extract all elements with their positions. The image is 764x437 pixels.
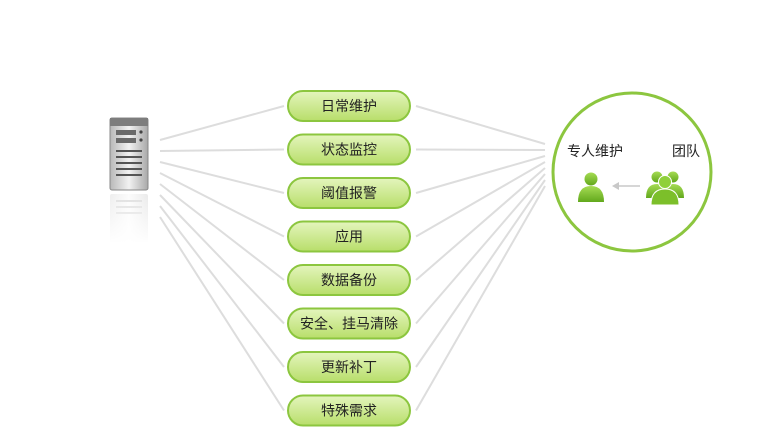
service-pill-background bbox=[287, 394, 411, 427]
service-pill: 状态监控 bbox=[287, 133, 411, 166]
connector-line-left bbox=[159, 105, 285, 141]
service-pill-background bbox=[287, 133, 411, 166]
server-icon bbox=[106, 117, 152, 244]
dedicated-maintenance-label: 专人维护 bbox=[567, 144, 623, 160]
service-pill: 安全、挂马清除 bbox=[287, 307, 411, 340]
connector-line-left bbox=[159, 216, 285, 412]
service-pill-background bbox=[287, 220, 411, 253]
service-pill-background bbox=[287, 177, 411, 209]
person-icon bbox=[578, 172, 604, 202]
service-pill-label: 数据备份 bbox=[321, 272, 377, 289]
connector-line-right bbox=[415, 148, 546, 151]
service-pill-label: 应用 bbox=[335, 229, 363, 246]
connector-line-left bbox=[159, 205, 285, 368]
service-pill-label: 日常维护 bbox=[321, 99, 377, 115]
connector-line-left bbox=[159, 194, 285, 325]
service-pill-label: 状态监控 bbox=[321, 143, 377, 159]
service-pill-label: 更新补丁 bbox=[321, 360, 377, 376]
service-pill-label: 阈值报警 bbox=[321, 186, 377, 202]
connector-line-right bbox=[415, 173, 546, 325]
left-connectors bbox=[159, 105, 285, 412]
arrow-left-icon bbox=[612, 182, 640, 190]
connector-line-left bbox=[159, 148, 285, 152]
support-circle: 专人维护 团队 bbox=[551, 91, 713, 253]
connector-line-right bbox=[415, 185, 546, 411]
service-pill: 更新补丁 bbox=[287, 351, 411, 383]
connector-line-right bbox=[415, 179, 546, 368]
connector-line-left bbox=[159, 172, 285, 238]
connector-line-right bbox=[415, 161, 546, 238]
right-connectors bbox=[415, 105, 546, 411]
connector-line-right bbox=[415, 167, 546, 281]
connector-line-left bbox=[159, 183, 285, 281]
service-pill-background bbox=[287, 264, 411, 296]
service-pill-background bbox=[287, 351, 411, 383]
service-pill: 应用 bbox=[287, 220, 411, 253]
service-pill-label: 安全、挂马清除 bbox=[300, 316, 398, 333]
service-pill: 阈值报警 bbox=[287, 177, 411, 209]
connector-line-right bbox=[415, 105, 546, 145]
connector-line-left bbox=[159, 161, 285, 194]
service-pill-background bbox=[287, 307, 411, 340]
team-label: 团队 bbox=[672, 144, 700, 160]
support-circle-border bbox=[551, 91, 713, 253]
service-pill: 日常维护 bbox=[287, 90, 411, 122]
service-pill: 数据备份 bbox=[287, 264, 411, 296]
service-pill-background bbox=[287, 90, 411, 122]
group-icon bbox=[646, 171, 684, 206]
service-pill: 特殊需求 bbox=[287, 394, 411, 427]
service-pill-label: 特殊需求 bbox=[321, 404, 377, 420]
connector-line-right bbox=[415, 155, 546, 194]
